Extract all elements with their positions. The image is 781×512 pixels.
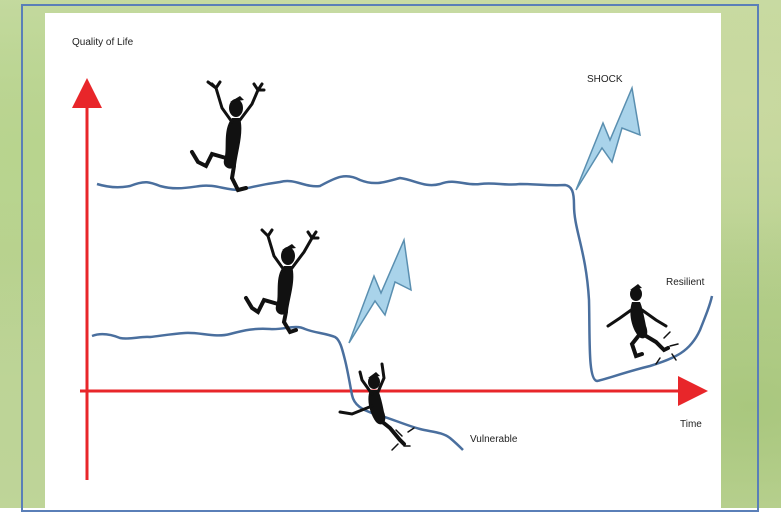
y-axis-label: Quality of Life [72,37,134,48]
resilient-climbing-figure [608,284,678,364]
vulnerable-label: Vulnerable [470,434,518,445]
middle-happy-figure [246,230,318,332]
x-axis-label: Time [680,419,702,430]
shock-bolt-middle [349,240,411,343]
shock-label: SHOCK [587,74,623,85]
vulnerable-falling-figure [340,364,414,450]
vulnerable-curve [92,327,463,450]
top-happy-figure [192,82,264,190]
resilient-label: Resilient [666,277,705,288]
shock-bolt-right [576,88,640,190]
